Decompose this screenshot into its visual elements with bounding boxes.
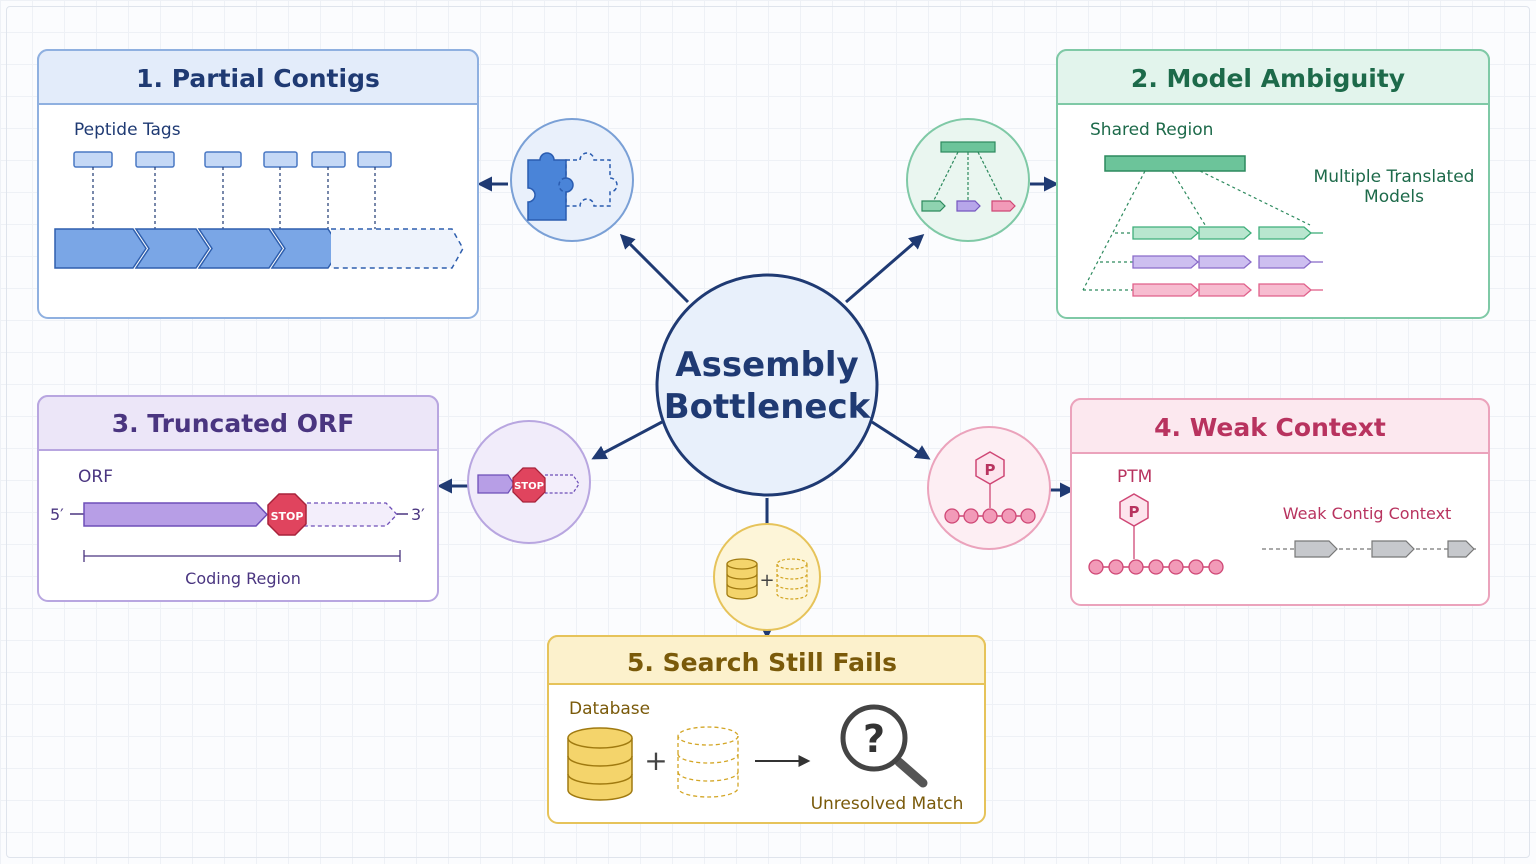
panel-partial-contigs: 1. Partial Contigs Peptide Tags: [37, 49, 479, 319]
connectors: [437, 176, 1075, 639]
orf-truncated: [300, 502, 398, 527]
stop-sign-icon: STOP: [267, 493, 307, 536]
center-title-line2: Bottleneck: [664, 387, 872, 427]
panel-search-fails: 5. Search Still Fails Database + ? Unres…: [547, 635, 986, 824]
panel-truncated-orf: 3. Truncated ORF ORF 5′ 3′ STOP Coding R…: [37, 395, 439, 602]
missing-database-icon: [677, 726, 739, 798]
panel2-note-line2: Models: [1364, 187, 1424, 207]
peptide-beads: [1088, 559, 1224, 575]
shared-region-bar: [1104, 155, 1246, 172]
panel4-ptm-label: PTM: [1117, 467, 1152, 487]
panel3-title: 3. Truncated ORF: [112, 409, 355, 438]
panel4-title: 4. Weak Context: [1154, 413, 1386, 442]
missing-contig: [331, 228, 464, 269]
panel2-shared-region-label: Shared Region: [1090, 120, 1213, 140]
tag-links: [92, 167, 376, 229]
coding-region-bracket: [83, 550, 401, 562]
panel5-database-label: Database: [569, 699, 650, 719]
center-node: Assembly Bottleneck: [655, 273, 879, 497]
panel-model-ambiguity: 2. Model Ambiguity Shared Region Multipl…: [1056, 49, 1490, 319]
contig-arrows: [54, 228, 342, 269]
three-prime-label: 3′: [411, 505, 425, 524]
unresolved-match-label: Unresolved Match: [811, 794, 964, 814]
icon-plus-sign: +: [759, 570, 774, 591]
weak-contig-arrows: [1262, 540, 1476, 558]
plus-sign: +: [644, 744, 667, 777]
weak-contig-context-label: Weak Contig Context: [1283, 504, 1452, 523]
peptide-tags: [73, 151, 392, 168]
ptm-peptide-icon: P: [927, 426, 1051, 550]
stop-sign-text: STOP: [271, 510, 304, 523]
ptm-p-label: P: [1129, 503, 1140, 521]
panel3-orf-label: ORF: [78, 467, 113, 487]
panel1-title: 1. Partial Contigs: [136, 64, 380, 93]
diagram-frame: [6, 6, 1530, 858]
database-icon: [567, 727, 633, 801]
model-row-green: [1132, 226, 1323, 240]
puzzle-icon: [510, 118, 634, 242]
five-prime-label: 5′: [50, 505, 64, 524]
magnifier-question-icon: ?: [840, 704, 928, 788]
icon-stop-text: STOP: [514, 481, 544, 492]
panel5-title: 5. Search Still Fails: [627, 648, 897, 677]
icon-p-label: P: [985, 461, 996, 479]
model-links: [1082, 170, 1311, 291]
branching-models-icon: [906, 118, 1030, 242]
model-row-purple: [1132, 255, 1323, 269]
ptm-hexagon-icon: P: [1119, 493, 1149, 527]
connector-to-orf: [591, 420, 663, 460]
coding-region-label: Coding Region: [185, 569, 301, 588]
truncated-orf-icon: STOP: [467, 420, 591, 544]
connector-to-context: [871, 420, 931, 460]
panel2-note-line1: Multiple Translated: [1314, 167, 1475, 187]
connector-to-ambiguity: [845, 234, 925, 304]
center-title-line1: Assembly: [675, 345, 858, 385]
question-mark: ?: [863, 717, 885, 761]
panel1-peptide-tags-label: Peptide Tags: [74, 120, 181, 140]
panel-weak-context: 4. Weak Context PTM P Weak Contig Contex…: [1070, 398, 1490, 606]
panel2-title: 2. Model Ambiguity: [1131, 64, 1405, 93]
orf-bar: [83, 502, 269, 527]
connector-to-contigs: [619, 233, 690, 304]
model-row-pink: [1132, 283, 1323, 297]
database-plus-icon: +: [713, 523, 821, 631]
